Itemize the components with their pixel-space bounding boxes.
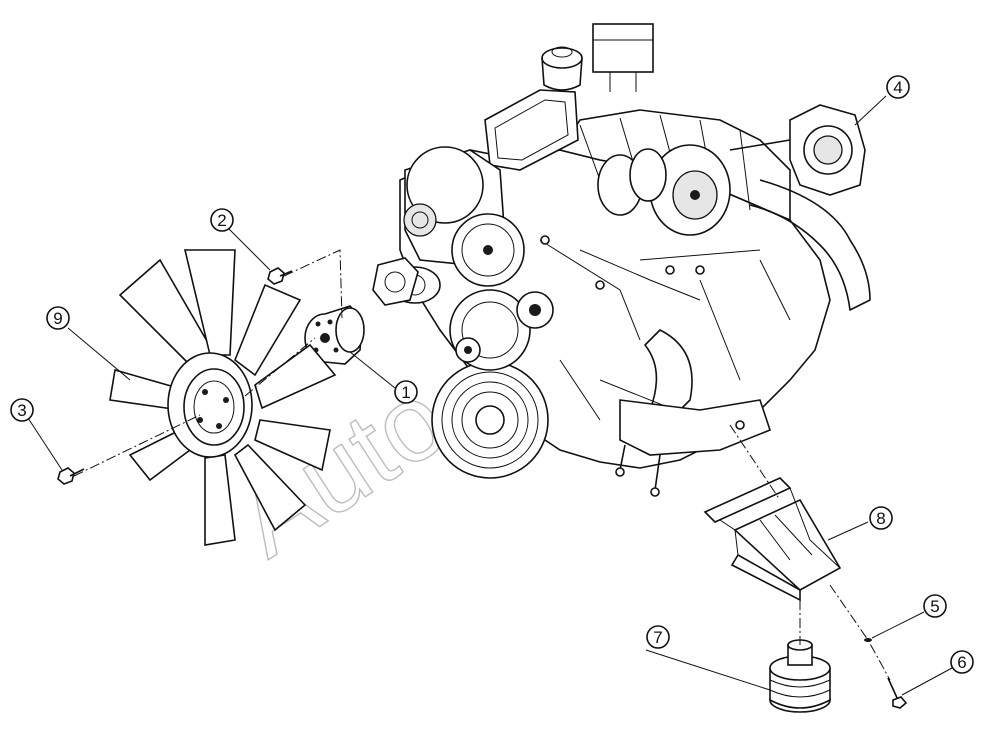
callout-3: 3 [10,398,34,422]
assembly-lines [73,249,891,681]
svg-text:7: 7 [653,628,662,647]
washer-icon [864,638,872,642]
hex-bolt-icon [57,467,85,485]
svg-text:5: 5 [930,597,939,616]
callout-4: 4 [886,75,910,99]
throttle-body-icon [729,104,866,196]
engine-assembly-icon [372,23,871,497]
hex-bolt-icon [267,267,293,285]
callout-1: 1 [394,380,418,404]
svg-text:6: 6 [957,653,966,672]
cooling-fan-icon [109,249,337,546]
svg-text:3: 3 [17,401,26,420]
hex-bolt-icon [887,677,908,709]
callout-9: 9 [46,306,70,330]
callout-2: 2 [210,208,234,232]
svg-text:2: 2 [217,211,226,230]
svg-text:9: 9 [53,309,62,328]
svg-text:4: 4 [893,78,902,97]
callout-8: 8 [869,506,893,530]
fan-spacer-hub-icon [304,305,365,365]
svg-text:1: 1 [401,383,410,402]
engine-mount-bracket-icon [703,477,842,602]
callout-5: 5 [923,594,947,618]
leader-lines [27,95,953,696]
callout-7: 7 [646,625,670,649]
svg-text:8: 8 [876,509,885,528]
callout-6: 6 [950,650,974,674]
rubber-engine-mount-icon [769,639,831,713]
